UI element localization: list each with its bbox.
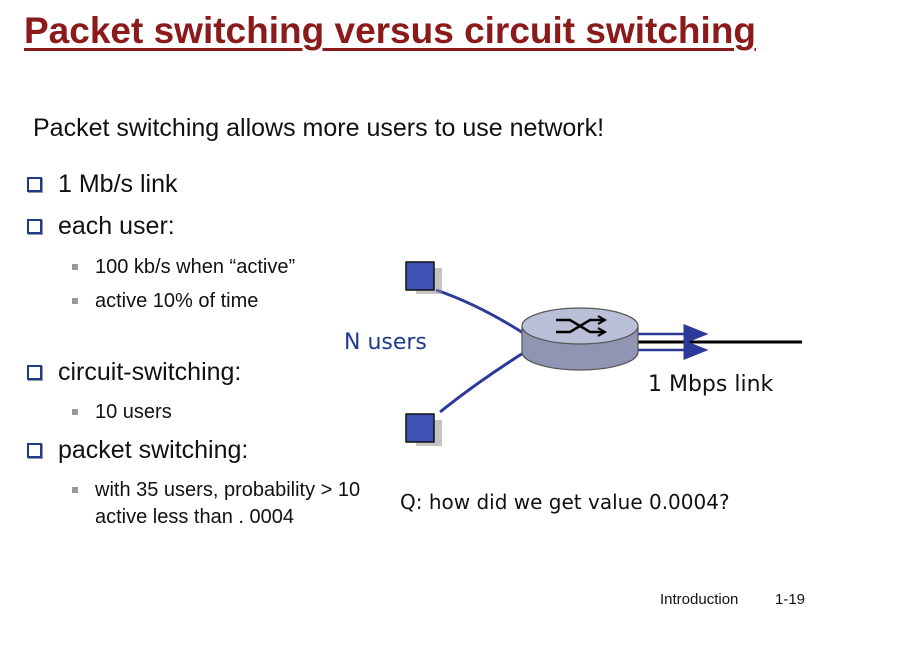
sub-bullet-square-icon bbox=[72, 409, 78, 415]
sub-bullet-active: active 10% of time bbox=[72, 288, 258, 315]
sub-bullet-square-icon bbox=[72, 487, 78, 493]
bullet-box-icon bbox=[27, 177, 42, 192]
user-box-top bbox=[405, 261, 442, 294]
n-users-label: N users bbox=[344, 330, 427, 355]
bullet-each-user-text: each user: bbox=[58, 212, 175, 240]
sub-bullet-square-icon bbox=[72, 298, 78, 304]
user-link-top bbox=[435, 288, 529, 338]
sub-bullet-rate: 100 kb/s when “active” bbox=[72, 254, 295, 281]
bullet-circuit: circuit-switching: bbox=[27, 358, 241, 387]
bullet-link-text: 1 Mb/s link bbox=[58, 170, 178, 198]
bullet-packet: packet switching: bbox=[27, 436, 248, 465]
question-text: Q: how did we get value 0.0004? bbox=[400, 490, 730, 514]
slide-subtitle: Packet switching allows more users to us… bbox=[33, 114, 605, 142]
sub-bullet-probability: with 35 users, probability > 10 active l… bbox=[72, 477, 372, 531]
bullet-box-icon bbox=[27, 365, 42, 380]
bullet-box-icon bbox=[27, 219, 42, 234]
sub-bullet-ten-users: 10 users bbox=[72, 399, 172, 426]
bullet-box-icon bbox=[27, 443, 42, 458]
link-label: 1 Mbps link bbox=[648, 372, 774, 397]
bullet-packet-text: packet switching: bbox=[58, 436, 249, 464]
sub-bullet-square-icon bbox=[72, 264, 78, 270]
footer-page-number: 1-19 bbox=[775, 591, 806, 608]
slide-title: Packet switching versus circuit switchin… bbox=[24, 10, 757, 51]
footer-section: Introduction bbox=[660, 591, 739, 608]
user-box-bottom bbox=[405, 413, 442, 446]
bullet-each-user: each user: bbox=[27, 212, 175, 241]
user-link-bottom bbox=[439, 348, 529, 414]
bullet-circuit-text: circuit-switching: bbox=[58, 358, 242, 386]
router-icon bbox=[521, 307, 639, 371]
bullet-link: 1 Mb/s link bbox=[27, 170, 177, 199]
